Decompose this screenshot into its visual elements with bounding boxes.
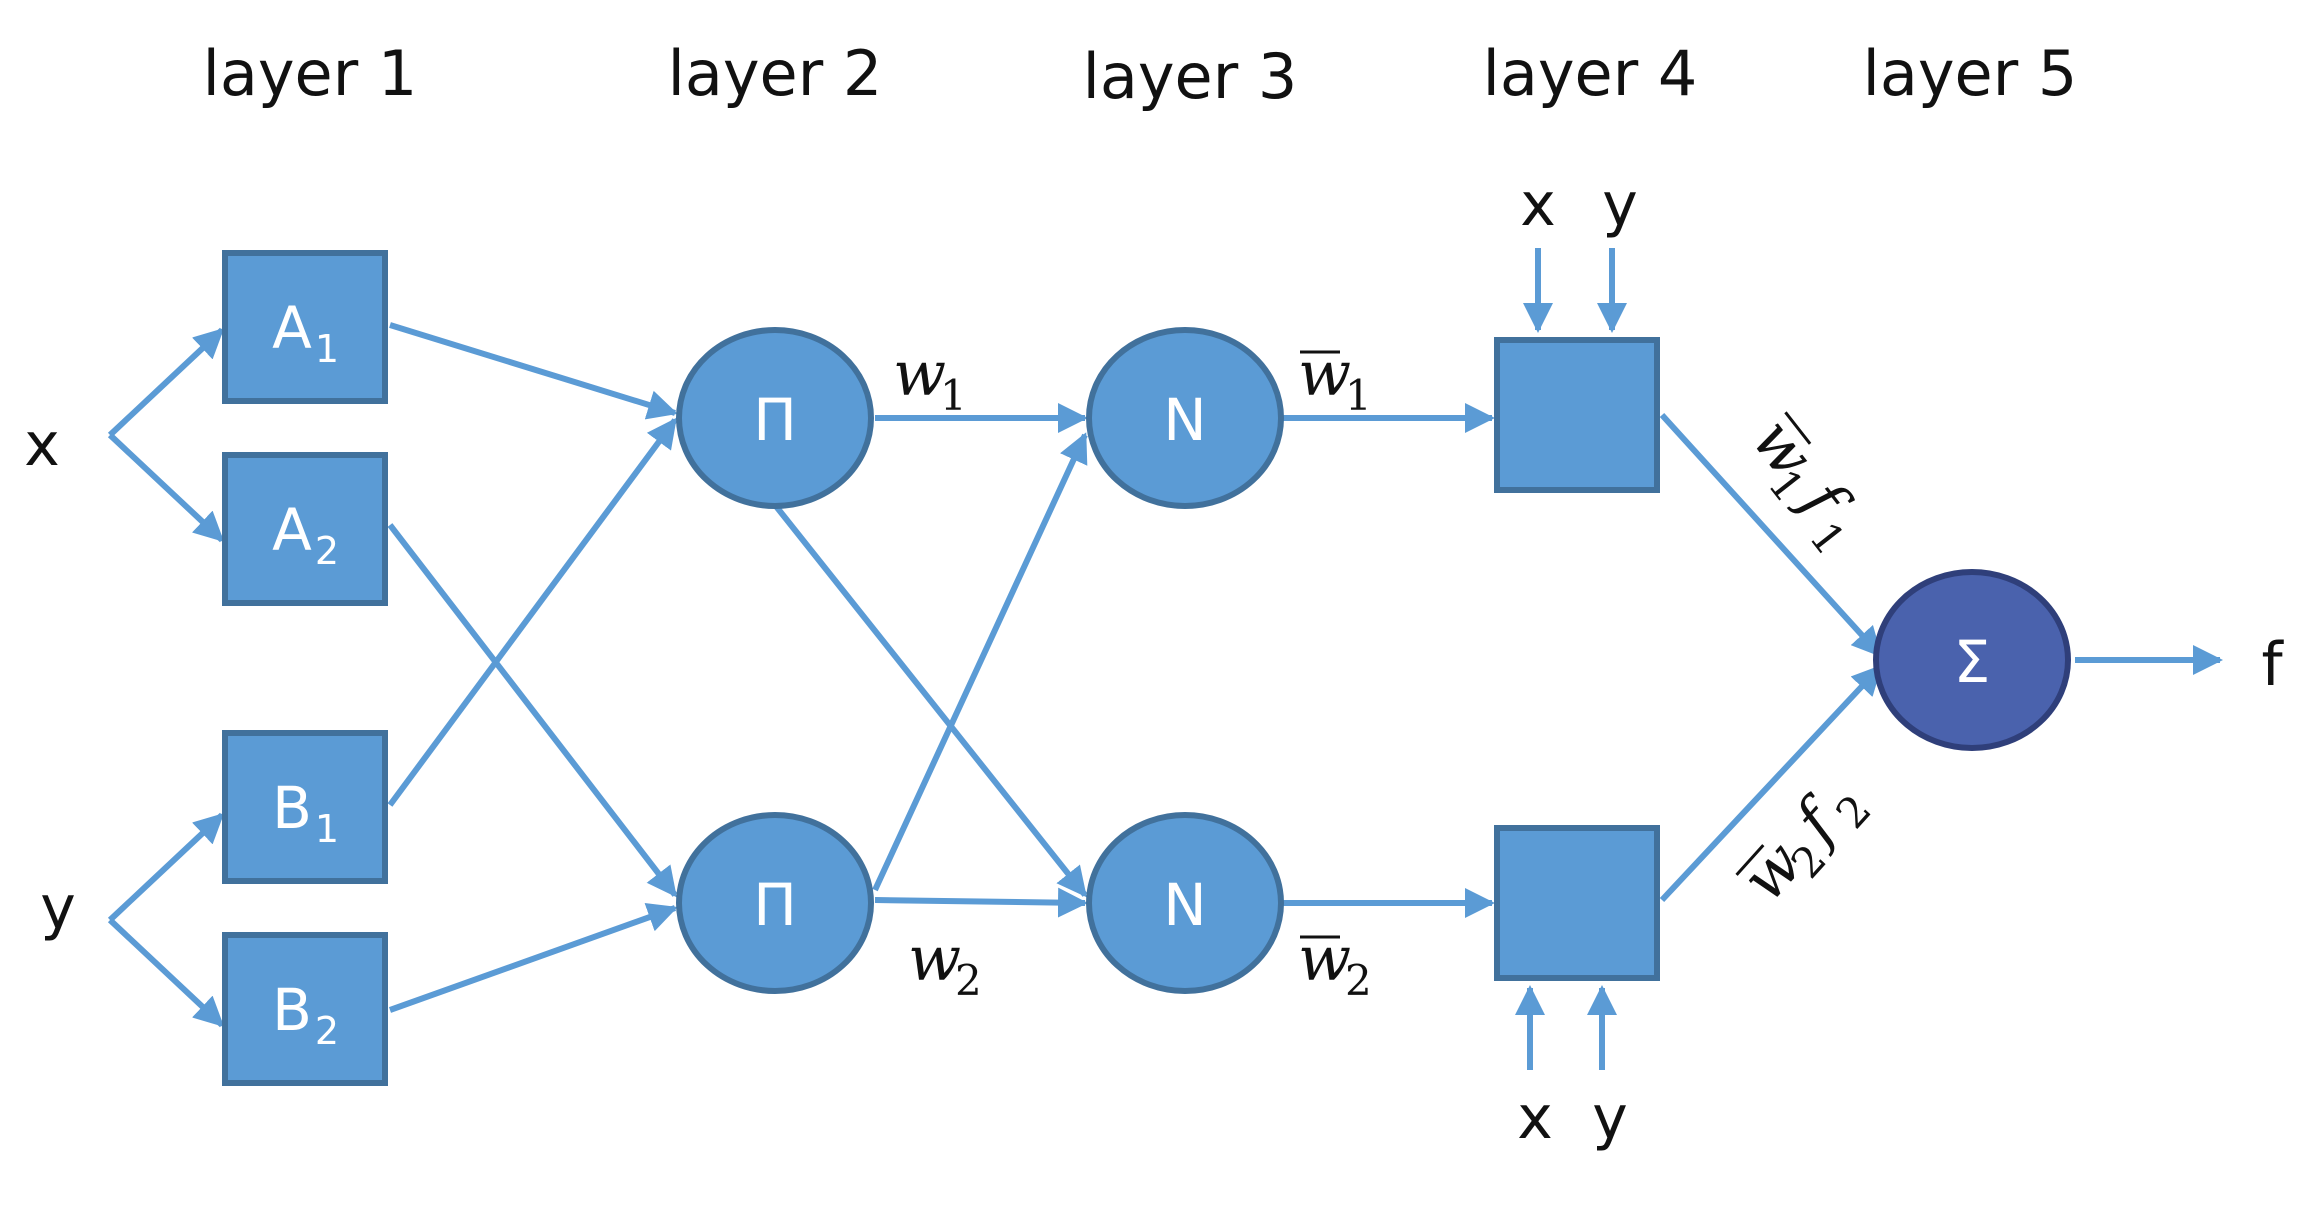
input-x-label: x <box>24 410 60 480</box>
edge-l4a-sum <box>1659 412 1883 658</box>
node-layer4-bottom <box>1494 825 1660 981</box>
label-wbar2: w 2 <box>1298 922 1372 1005</box>
svg-text:2: 2 <box>315 1009 339 1053</box>
svg-text:B: B <box>272 774 312 842</box>
svg-text:1: 1 <box>315 807 339 851</box>
node-b2: B 2 <box>222 932 388 1086</box>
layer-3-title: layer 3 <box>1083 40 1298 113</box>
edge-b2-pi2 <box>388 902 678 1013</box>
label-wbar1: w 1 <box>1298 337 1372 420</box>
node-n-2: N <box>1086 812 1284 994</box>
node-layer4-top <box>1494 337 1660 493</box>
node-n-1: N <box>1086 327 1284 509</box>
label-w2: w 2 <box>908 922 982 1005</box>
svg-text:N: N <box>1163 871 1206 939</box>
layer4-bottom-y-label: y <box>1592 1083 1628 1153</box>
layer-5-title: layer 5 <box>1863 37 2078 110</box>
svg-text:N: N <box>1163 386 1206 454</box>
svg-text:w: w <box>908 922 961 995</box>
label-wbar2-f2: w 2 f 2 <box>1727 782 1881 915</box>
layer-1-title: layer 1 <box>203 37 418 110</box>
svg-text:A: A <box>272 294 312 362</box>
input-y-label: y <box>40 873 76 943</box>
svg-text:A: A <box>272 496 312 564</box>
node-b1: B 1 <box>222 730 388 884</box>
svg-text:1: 1 <box>940 371 967 420</box>
svg-text:2: 2 <box>1345 956 1372 1005</box>
layer-4-title: layer 4 <box>1483 37 1698 110</box>
svg-text:B: B <box>272 976 312 1044</box>
layer4-top-x-label: x <box>1520 170 1556 240</box>
node-a2: A 2 <box>222 452 388 606</box>
svg-text:w: w <box>893 337 946 410</box>
edge-pi2-n2 <box>874 887 1088 918</box>
svg-text:Π: Π <box>753 386 797 454</box>
label-w1: w 1 <box>893 337 967 420</box>
svg-text:w: w <box>1298 337 1351 410</box>
edge-x-a2 <box>107 432 225 543</box>
node-a1: A 1 <box>222 250 388 404</box>
svg-text:1: 1 <box>1345 371 1372 420</box>
edge-y-b2 <box>107 917 225 1028</box>
edge-x-a1 <box>107 327 225 438</box>
layer4-bottom-x-label: x <box>1517 1083 1553 1153</box>
node-sum: Σ <box>1873 569 2071 751</box>
svg-text:w: w <box>1298 922 1351 995</box>
svg-text:Σ: Σ <box>1954 628 1991 696</box>
label-wbar1-f1: w 1 f 1 <box>1738 404 1865 564</box>
svg-text:2: 2 <box>315 529 339 573</box>
node-pi-2: Π <box>676 812 874 994</box>
node-pi-1: Π <box>676 327 874 509</box>
edge-y-b1 <box>107 812 225 923</box>
edge-a2-pi2 <box>387 523 678 898</box>
svg-text:1: 1 <box>315 327 339 371</box>
edge-pi2-n1 <box>872 432 1088 892</box>
svg-text:2: 2 <box>955 956 982 1005</box>
edge-l4b-sum <box>1659 664 1883 903</box>
edge-b1-pi1 <box>387 417 678 807</box>
layer4-top-y-label: y <box>1602 170 1638 240</box>
output-f-label: f <box>2261 630 2284 700</box>
edge-a1-pi1 <box>389 322 678 420</box>
layer-2-title: layer 2 <box>668 37 883 110</box>
svg-text:Π: Π <box>753 871 797 939</box>
edge-pi1-n2 <box>772 503 1088 898</box>
